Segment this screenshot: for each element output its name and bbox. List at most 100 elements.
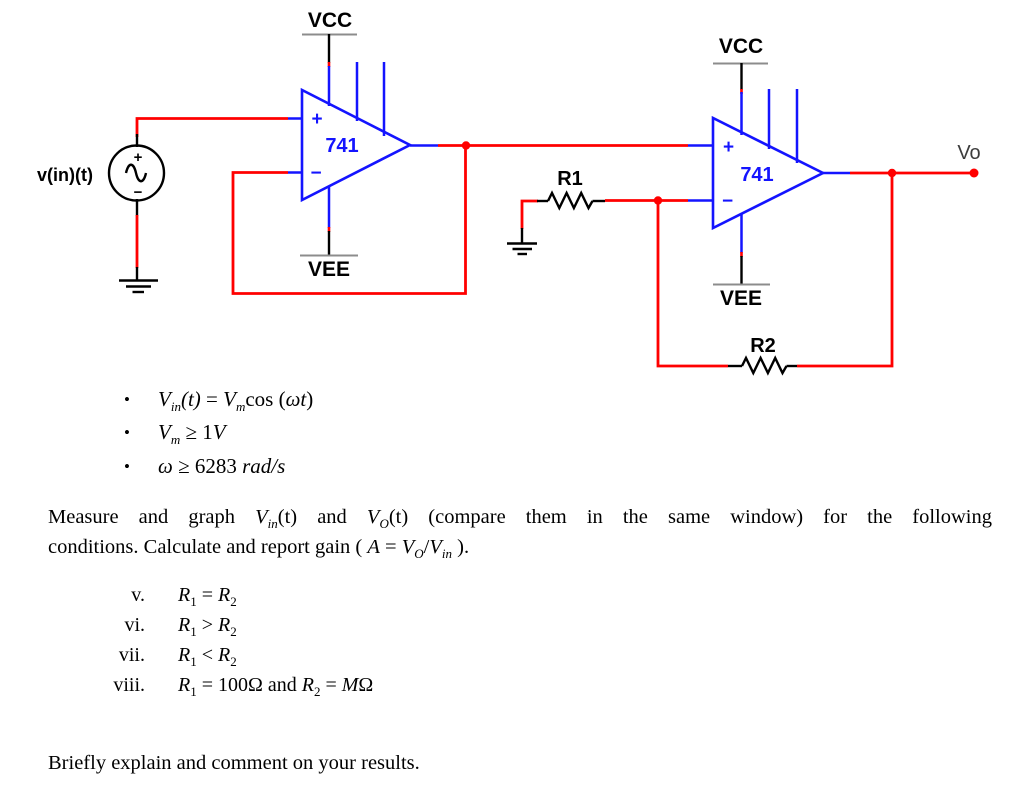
opamp1-minus-sign: −: [310, 163, 321, 184]
math-text: (t): [180, 387, 201, 411]
math-sub: O: [379, 516, 389, 532]
resistor-r2-branch: R2: [656, 176, 894, 376]
wire-source-to-noninverting: [135, 117, 288, 137]
vcc-label-right: VCC: [719, 35, 763, 58]
math-sub: 1: [190, 684, 197, 699]
math-sub: in: [170, 399, 181, 415]
bullet-item-3: • ω ≥ 6283 rad/s: [124, 454, 285, 479]
math-sub: m: [235, 399, 246, 415]
math-var: R: [178, 644, 191, 666]
para-text: and: [297, 506, 367, 528]
opamp2-plus-sign: +: [723, 137, 734, 158]
math-var: R: [218, 644, 231, 666]
math-text: cos: [245, 387, 274, 411]
junction-dot-inverting: [653, 196, 663, 205]
math-sub: 1: [190, 654, 197, 669]
math-sub: in: [267, 516, 278, 532]
math-var: rad/s: [242, 454, 286, 478]
math-var: R: [178, 614, 191, 636]
r2-label: R2: [750, 335, 776, 357]
bullet-dot: •: [124, 390, 130, 409]
para-text: Measure and graph: [48, 506, 256, 528]
math-var: V: [158, 420, 171, 444]
bullet-dot: •: [124, 457, 130, 476]
para-text: (compare them in the same window) for th…: [408, 506, 992, 528]
math-sub: in: [441, 546, 452, 562]
resistor-r1-zigzag: [546, 190, 594, 211]
math-text: (: [273, 387, 286, 411]
r1-label: R1: [557, 168, 583, 190]
math-var: V: [212, 420, 226, 444]
opamp2-part-number: 741: [740, 164, 773, 186]
math-var: V: [401, 536, 415, 558]
para-text: /: [423, 536, 430, 558]
roman-numeral: vi.: [124, 614, 145, 636]
output-terminal-dot: [969, 168, 979, 178]
bullet-dot: •: [124, 423, 130, 442]
math-text: ≥ 6283: [172, 454, 243, 478]
junction-dot-output: [887, 168, 897, 178]
math-var: R: [178, 674, 191, 696]
math-var: R: [301, 674, 314, 696]
para-text: ).: [452, 536, 470, 558]
opamp2-minus-sign: −: [722, 191, 733, 212]
math-sub: O: [414, 546, 424, 562]
wire-feedback-left: [231, 145, 467, 295]
math-var: ωt: [285, 387, 307, 411]
math-sub: 1: [190, 624, 197, 639]
roman-numeral: vii.: [118, 644, 145, 666]
opamp-left: VCC + − 741 VEE: [288, 9, 438, 281]
voltage-source: + − v(in)(t): [37, 117, 288, 294]
sine-wave-icon: [124, 163, 148, 183]
condition-item-vi: vi.R1 > R2: [88, 612, 236, 639]
math-var: A: [367, 536, 380, 558]
math-var: R: [218, 584, 231, 606]
para-text: (t): [277, 506, 298, 528]
vee-label-left: VEE: [308, 258, 350, 281]
bullet-item-2: •Vm ≥ 1V: [124, 420, 226, 448]
vo-label: Vo: [957, 142, 980, 164]
math-var: R: [178, 584, 191, 606]
math-var: M: [341, 674, 359, 696]
para-text: conditions. Calculate and report gain (: [48, 536, 368, 558]
math-text: ≥ 1: [180, 420, 213, 444]
math-var: V: [223, 387, 236, 411]
math-sub: 1: [190, 594, 197, 609]
condition-item-viii: viii.R1 = 100Ω and R2 = MΩ: [88, 672, 373, 698]
vee-label-right: VEE: [720, 287, 762, 310]
opamp-right: VCC + − 741 VEE: [688, 35, 850, 310]
math-var: V: [158, 387, 171, 411]
math-text: =: [196, 584, 218, 606]
condition-item-v: v.R1 = R2: [88, 582, 237, 609]
source-label: v(in)(t): [37, 165, 93, 185]
vcc-label-left: VCC: [308, 9, 352, 32]
math-text: = 100Ω and: [196, 674, 302, 696]
bullet-item-1: •Vin(t) = Vmcos (ωt): [124, 387, 314, 415]
junction-dot-stage1: [461, 141, 471, 150]
math-text: <: [196, 644, 218, 666]
math-text: =: [320, 674, 342, 696]
math-var: R: [218, 614, 231, 636]
math-var: ω: [158, 454, 173, 478]
math-sub: 2: [230, 654, 237, 669]
opamp2-triangle: [711, 115, 826, 231]
math-sub: 2: [313, 684, 321, 699]
instruction-line-1: Measure and graph Vin(t) and VO(t) (comp…: [48, 503, 992, 531]
resistor-r1-branch: R1: [507, 168, 688, 256]
math-var: V: [255, 506, 268, 528]
math-sub: 2: [230, 594, 237, 609]
math-text: ): [306, 387, 314, 411]
source-minus-sign: −: [134, 184, 143, 201]
para-text: =: [379, 536, 402, 558]
math-var: V: [366, 506, 380, 528]
math-text: >: [196, 614, 218, 636]
footer-note: Briefly explain and comment on your resu…: [48, 752, 420, 774]
math-var: V: [429, 536, 442, 558]
instruction-line-2: conditions. Calculate and report gain ( …: [48, 533, 992, 561]
source-plus-sign: +: [134, 149, 143, 166]
math-sub: m: [170, 432, 181, 448]
para-text: (t): [388, 506, 409, 528]
wire-r2-to-output: [797, 176, 894, 368]
roman-numeral: v.: [131, 584, 145, 606]
opamp1-triangle: [300, 87, 413, 203]
